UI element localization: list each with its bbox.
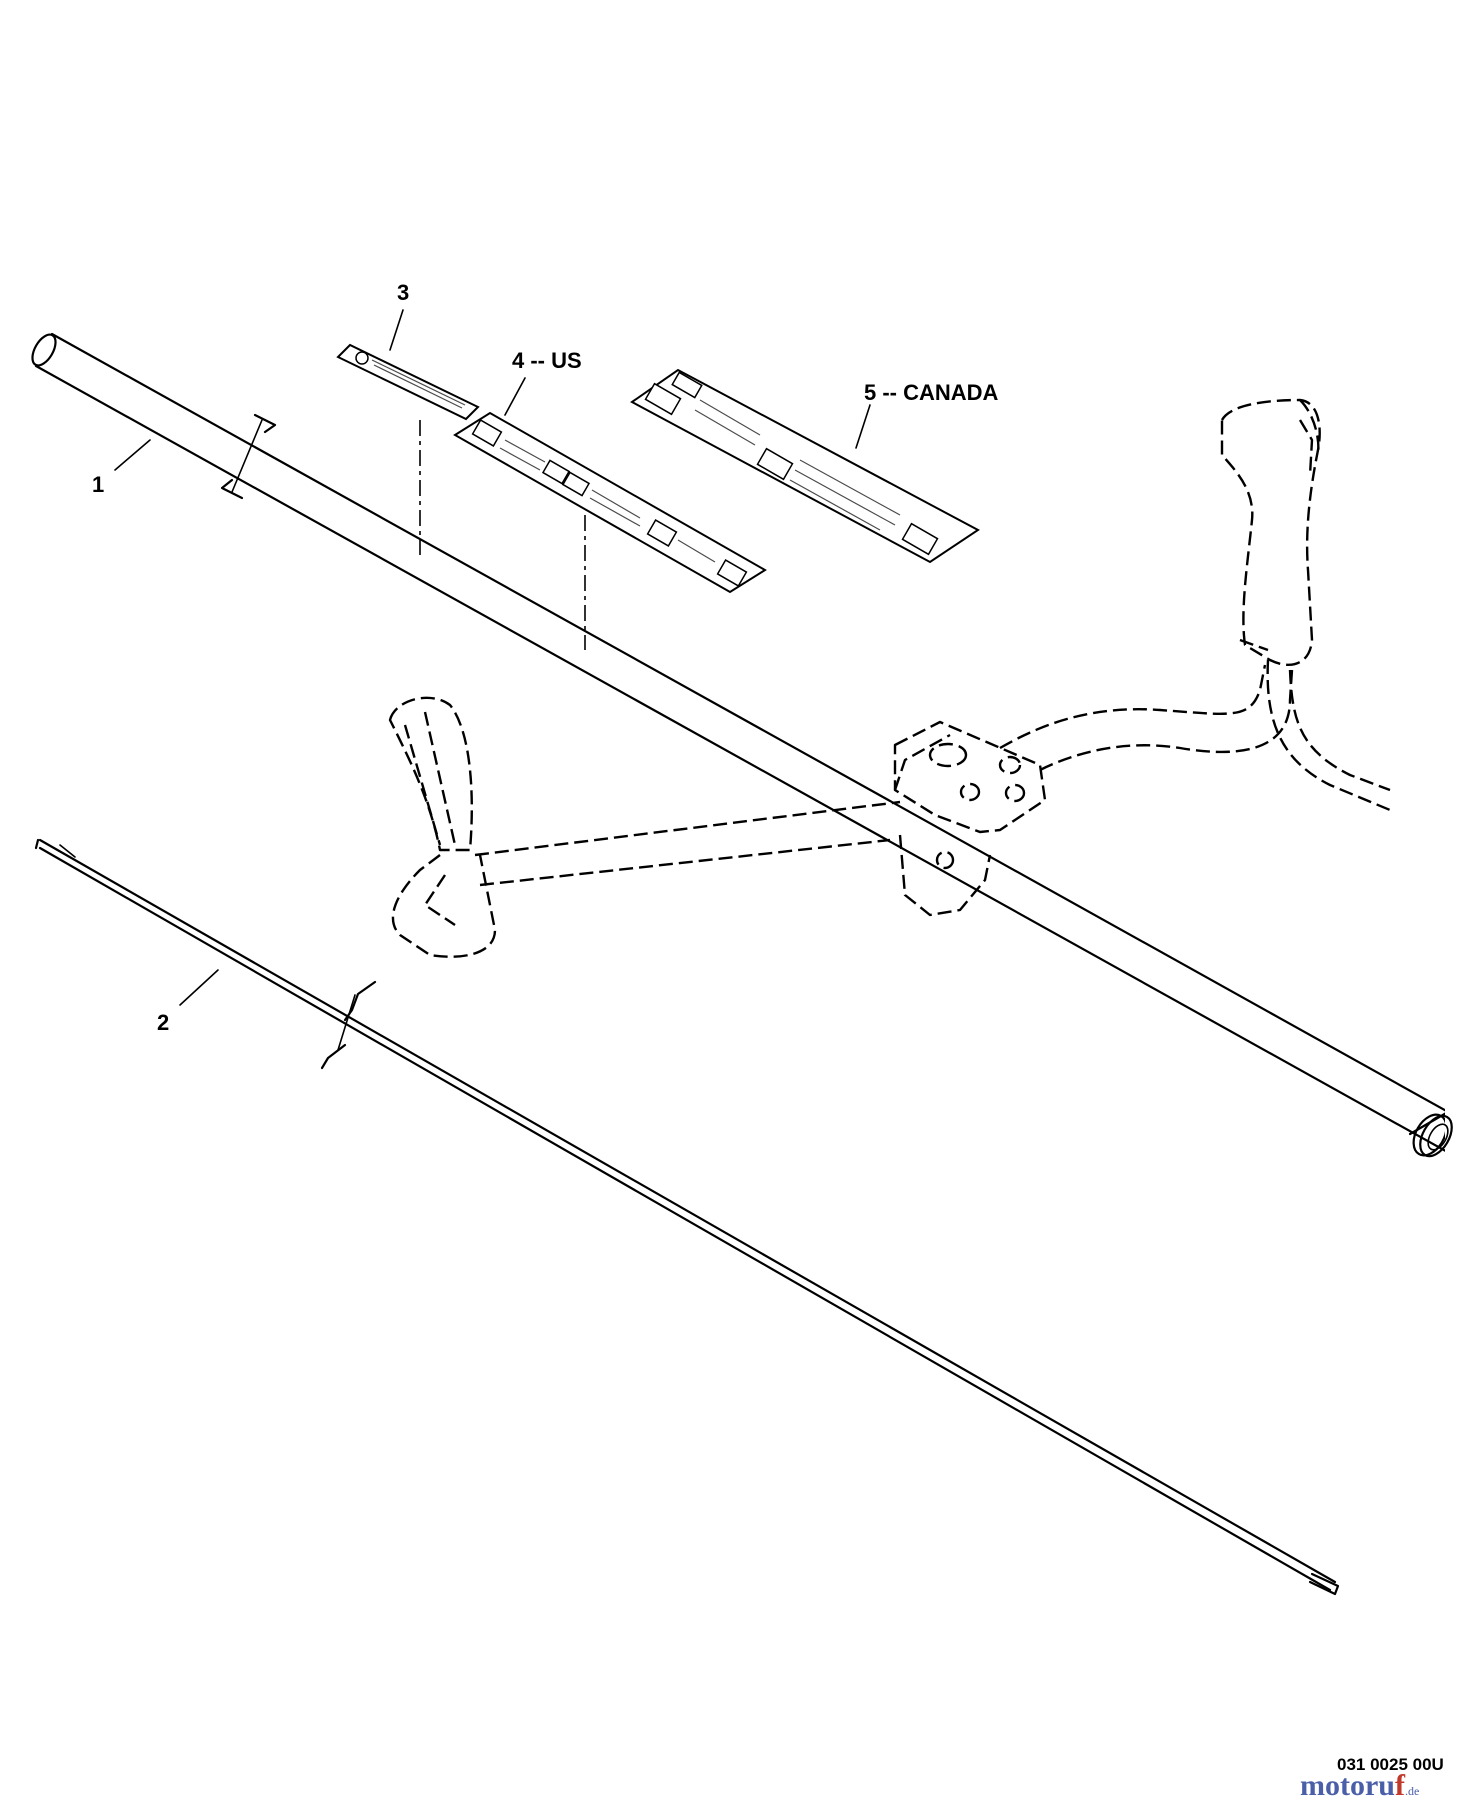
decal-4-us: [453, 411, 767, 650]
handle-assembly: [388, 398, 1391, 958]
drive-tube-end: [1419, 1114, 1453, 1158]
drive-tube: [31, 332, 1468, 1165]
callout-3: 3: [397, 280, 409, 305]
callout-1: 1: [92, 472, 104, 497]
watermark-suffix: .de: [1405, 1784, 1419, 1798]
drive-shaft: [34, 838, 1340, 1596]
callout-4-us: 4 -- US: [512, 348, 582, 373]
document-number: 031 0025 00U: [1337, 1755, 1444, 1774]
svg-text:motoruf.de: motoruf.de: [1300, 1769, 1419, 1800]
callout-2: 2: [157, 1010, 169, 1035]
leader-lines: [114, 309, 871, 1006]
watermark-logo: motoruf.de: [1300, 1769, 1419, 1800]
callout-5-canada: 5 -- CANADA: [864, 380, 999, 405]
decal-5-canada: [630, 368, 980, 564]
watermark-brand-f: f: [1395, 1769, 1406, 1800]
watermark-brand: motoru: [1300, 1769, 1395, 1800]
decal-3: [336, 343, 480, 555]
